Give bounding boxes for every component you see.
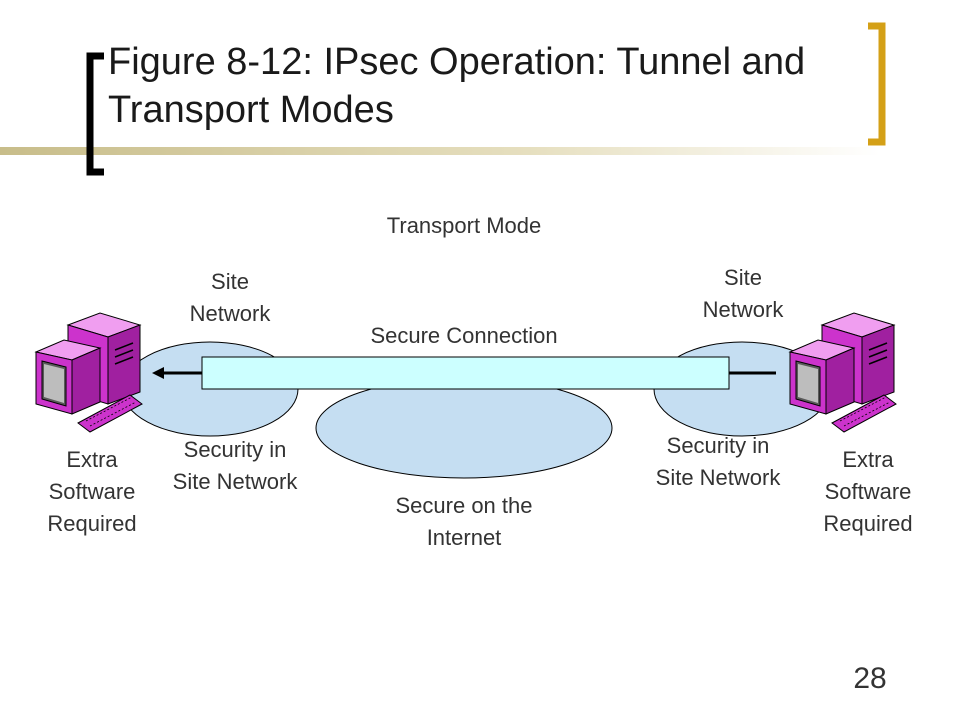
left-security-label: Security in Site Network	[172, 437, 298, 494]
left-site-network-label: Site Network	[189, 269, 271, 326]
internet-ellipse	[315, 377, 613, 479]
computer-icon	[34, 312, 143, 433]
slide-number: 28	[853, 662, 887, 695]
right-site-network-label: Site Network	[702, 265, 784, 322]
left-software-label: Extra Software Required	[47, 447, 137, 536]
computer-icon	[788, 312, 897, 433]
left-arrowhead	[152, 367, 164, 379]
title-underline-rule	[0, 147, 880, 155]
slide-title: Figure 8-12: IPsec Operation: Tunnel and…	[108, 41, 806, 131]
right-security-label: Security in Site Network	[655, 433, 781, 490]
right-software-label: Extra Software Required	[823, 447, 913, 536]
mode-label: Transport Mode	[386, 213, 542, 238]
left-bracket	[86, 52, 104, 176]
right-bracket	[868, 22, 886, 146]
secure-connection-tunnel	[201, 356, 730, 390]
secure-connection-label: Secure Connection	[370, 323, 558, 348]
internet-label: Secure on the Internet	[395, 493, 533, 550]
